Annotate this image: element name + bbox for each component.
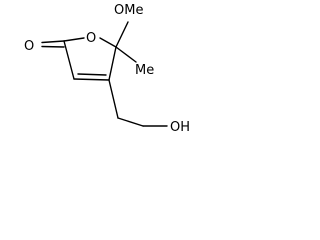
carbonyl-oxygen-label: O xyxy=(24,39,34,54)
ring-bond-c2-c3 xyxy=(63,40,75,80)
atom-labels: O O OMe Me OH xyxy=(24,3,190,135)
chain-bond xyxy=(117,117,144,127)
methyl-label: Me xyxy=(135,63,154,78)
chemical-structure: O O OMe Me OH xyxy=(24,3,190,135)
carbonyl-bond-1 xyxy=(41,40,65,44)
methoxy-bond xyxy=(115,21,129,48)
bonds xyxy=(41,21,168,127)
ring-oxygen-label: O xyxy=(86,31,96,46)
ring-bond-c2-o1 xyxy=(63,37,85,42)
ring-bond-c3-c4 xyxy=(73,78,110,81)
methyl-bond xyxy=(115,46,137,63)
ch2-bond xyxy=(108,79,119,119)
ring-bond-c4-c5 xyxy=(108,46,117,81)
hydroxyl-label: OH xyxy=(170,120,190,135)
ring-bond-c3-c4-inner xyxy=(77,73,107,76)
methoxy-label: OMe xyxy=(114,3,143,18)
ring-bond-o1-c5 xyxy=(99,37,117,48)
carbonyl-bond-2 xyxy=(41,45,65,48)
